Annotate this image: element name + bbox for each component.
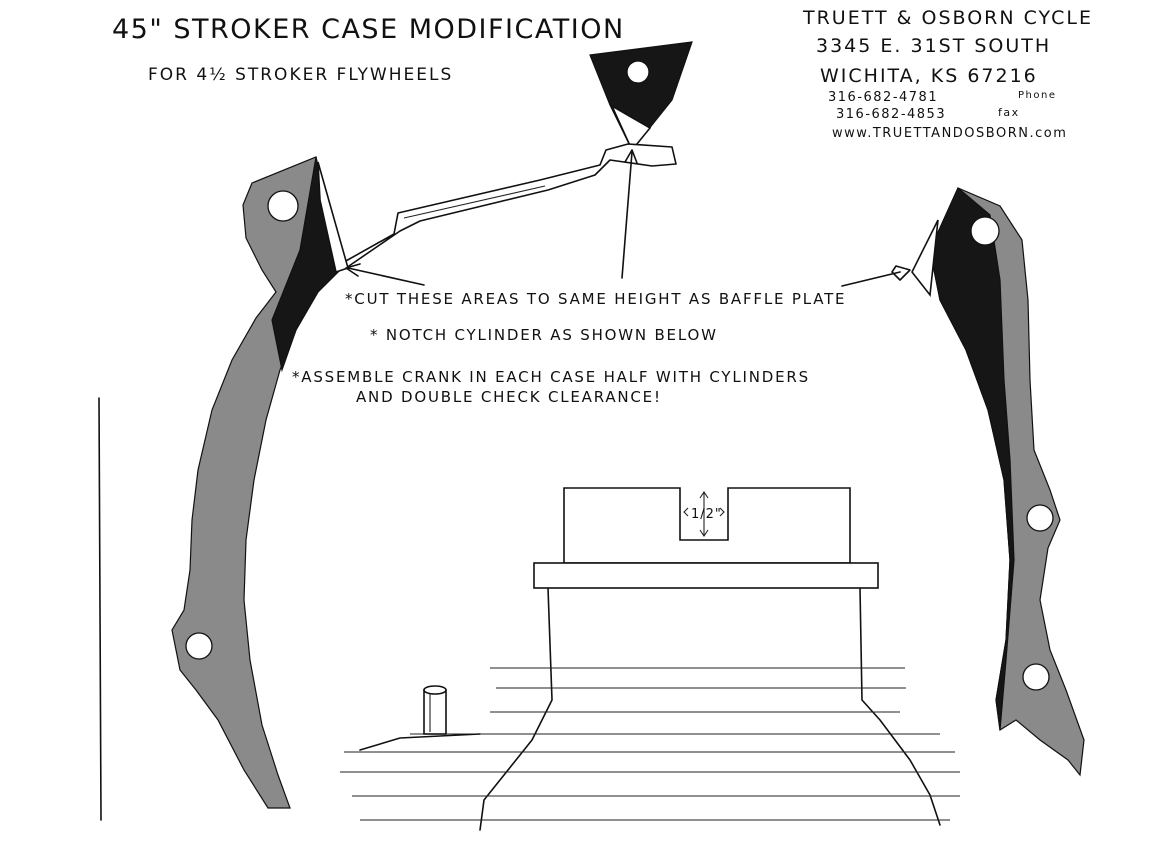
dowel-pin — [423, 685, 447, 735]
dowel-pin-top — [423, 685, 447, 695]
margin-line — [98, 397, 102, 821]
left-case-upper-bolt-hole — [267, 190, 299, 222]
note-notch-cylinder: * NOTCH CYLINDER AS SHOWN BELOW — [370, 326, 718, 344]
right-case-half — [911, 187, 1085, 777]
dowel-pin-body — [423, 689, 447, 735]
top-cut-leader — [621, 151, 633, 279]
phone-label: Phone — [1018, 90, 1056, 101]
company-name: TRUETT & OSBORN CYCLE — [802, 7, 1093, 29]
left-cut-arrowhead — [345, 263, 361, 277]
top-baffle-bracket — [589, 41, 693, 152]
top-bracket-bolt-hole — [626, 60, 650, 84]
note-assemble-crank: *ASSEMBLE CRANK IN EACH CASE HALF WITH C… — [292, 368, 810, 386]
case-lower-edge — [359, 733, 481, 751]
right-cut-arrowhead — [891, 265, 911, 281]
top-cut-arrowhead — [624, 149, 638, 164]
right-case-upper-bolt-hole — [970, 216, 1000, 246]
phone-number: 316-682-4781 — [828, 90, 938, 105]
baffle-plate — [343, 143, 677, 269]
note-double-check: AND DOUBLE CHECK CLEARANCE! — [356, 388, 662, 406]
cylinder-barrel-right — [859, 587, 941, 826]
left-cut-leader — [347, 267, 425, 286]
fax-label: fax — [998, 106, 1020, 119]
diagram-title: 45" STROKER CASE MODIFICATION — [112, 14, 625, 45]
street-address: 3345 E. 31ST SOUTH — [816, 35, 1051, 57]
notch-dimension-label: 1/2" — [691, 507, 722, 522]
city-state-zip: WICHITA, KS 67216 — [820, 65, 1038, 87]
cylinder-top-block — [563, 487, 851, 564]
left-case-lower-bolt-hole — [185, 632, 213, 660]
right-case-shadow — [929, 187, 1015, 731]
leader-lines — [345, 149, 911, 287]
company-address-block: TRUETT & OSBORN CYCLE 3345 E. 31ST SOUTH… — [802, 7, 1093, 141]
top-bracket-cut-area — [610, 104, 652, 152]
cylinder-base-flange — [533, 562, 879, 589]
note-cut-areas: *CUT THESE AREAS TO SAME HEIGHT AS BAFFL… — [345, 290, 846, 308]
website: www.TRUETTANDOSBORN.com — [832, 126, 1067, 141]
cylinder-barrel-left — [479, 587, 553, 831]
cylinder-drawing: 1/2" — [340, 487, 960, 831]
fax-number: 316-682-4853 — [836, 107, 946, 122]
right-case-lower-bolt-hole — [1022, 663, 1050, 691]
right-case-middle-bolt-hole — [1026, 504, 1054, 532]
right-cut-leader — [841, 271, 901, 287]
right-case-cut-area — [911, 219, 939, 298]
instruction-notes: *CUT THESE AREAS TO SAME HEIGHT AS BAFFL… — [292, 290, 846, 406]
diagram-subtitle: FOR 4½ STROKER FLYWHEELS — [148, 65, 453, 85]
top-bracket-body — [589, 41, 693, 152]
left-case-cut-area — [317, 161, 349, 274]
left-case-half — [171, 156, 349, 809]
